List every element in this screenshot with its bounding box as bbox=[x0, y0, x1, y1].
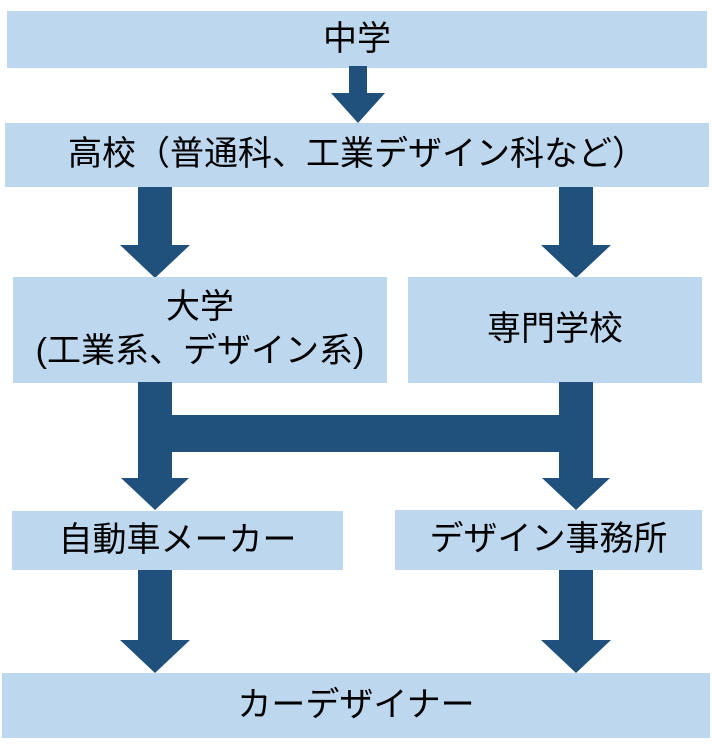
arrow-stem bbox=[559, 570, 593, 641]
arrow-head-icon bbox=[120, 245, 190, 278]
arrow-head-icon bbox=[541, 640, 611, 673]
node-car-designer: カーデザイナー bbox=[2, 673, 710, 738]
node-design-office-label: デザイン事務所 bbox=[429, 520, 668, 559]
node-car-designer-label: カーデザイナー bbox=[237, 685, 475, 724]
arrow-head-icon bbox=[120, 640, 190, 673]
node-university-label-line1: 大学 bbox=[166, 288, 234, 327]
arrow-head-icon bbox=[542, 478, 610, 510]
arrow-stem bbox=[349, 66, 367, 94]
node-high-school: 高校（普通科、工業デザイン科など） bbox=[5, 123, 709, 187]
node-car-manufacturer-label: 自動車メーカー bbox=[58, 520, 297, 559]
node-design-office: デザイン事務所 bbox=[395, 510, 702, 570]
node-vocational-school-label: 専門学校 bbox=[487, 310, 623, 349]
node-university: 大学 (工業系、デザイン系) bbox=[13, 277, 387, 383]
node-vocational-school: 専門学校 bbox=[408, 277, 702, 383]
node-high-school-label: 高校（普通科、工業デザイン科など） bbox=[68, 135, 646, 174]
node-university-label-line2: (工業系、デザイン系) bbox=[35, 332, 365, 370]
arrow-stem bbox=[138, 570, 172, 641]
arrow-stem bbox=[138, 187, 172, 246]
arrow-stem bbox=[559, 187, 593, 246]
node-car-manufacturer: 自動車メーカー bbox=[12, 511, 343, 570]
node-middle-school: 中学 bbox=[7, 11, 707, 68]
arrow-head-icon bbox=[541, 245, 611, 278]
arrow-head-icon bbox=[121, 478, 189, 510]
node-middle-school-label: 中学 bbox=[323, 19, 391, 58]
arrow-head-icon bbox=[331, 93, 385, 123]
connector-horizontal-bar bbox=[138, 415, 593, 452]
